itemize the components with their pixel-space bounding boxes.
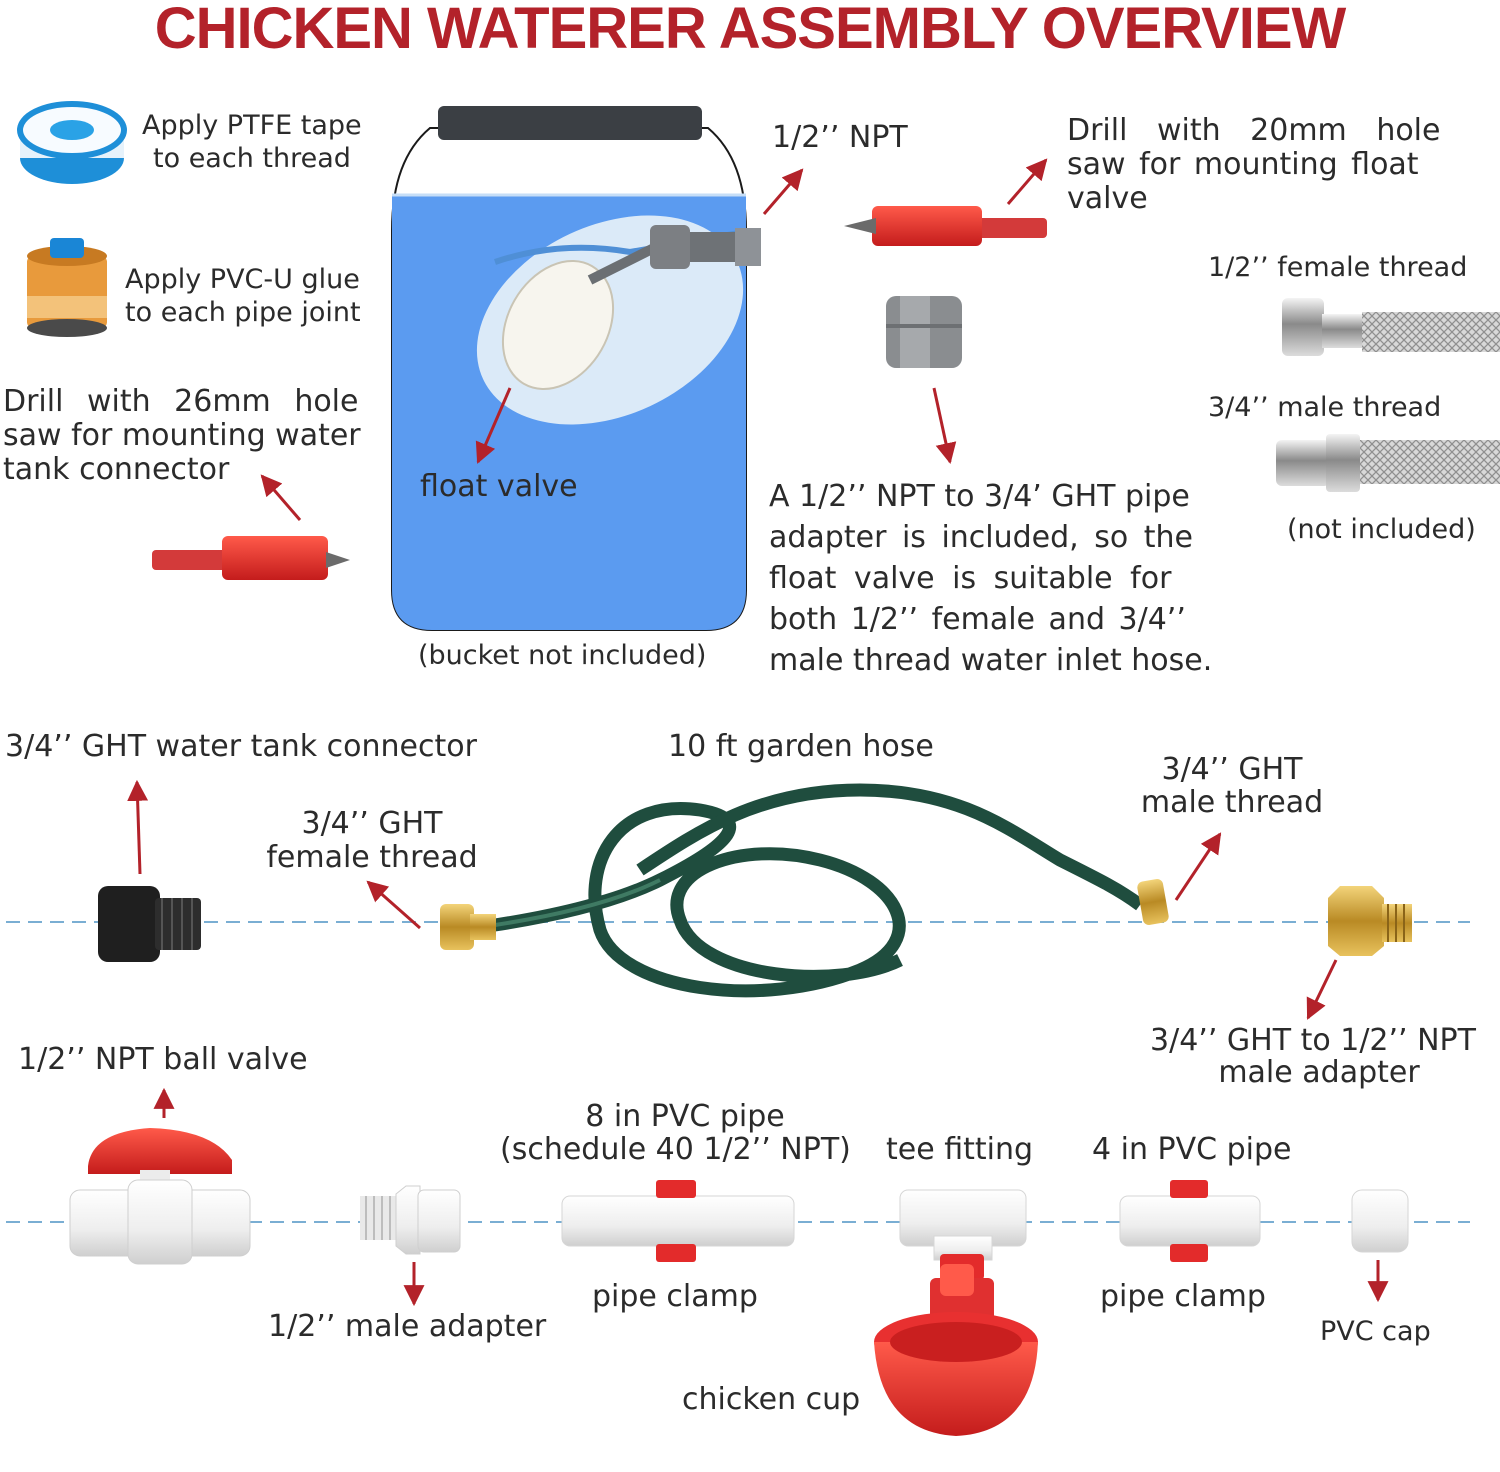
ball-valve-label: 1/2’’ NPT ball valve [18,1042,308,1077]
tee-label: tee fitting [886,1132,1034,1167]
bucket-note: (bucket not included) [418,640,707,671]
arrow-tank-connector [127,779,149,875]
arrow-ght-npt-adapter [1306,959,1338,1020]
ght-female-line1: 3/4’’ GHT [301,806,443,841]
glue-label-line1: Apply PVC-U glue [125,264,360,295]
male-adapter-label: 1/2’’ male adapter [268,1309,547,1344]
adapter-note-line1: A 1/2’’ NPT to 3/4’ GHT pipe [769,479,1190,514]
chicken-cup-icon [874,1254,1038,1436]
pvc-glue-icon [27,238,107,337]
tank-connector-icon [98,886,201,962]
hole-saw-20mm-icon [844,206,1047,246]
pvc-cap-icon [1351,1189,1409,1253]
arrow-adapter [932,387,957,465]
female-half-label: 1/2’’ female thread [1208,252,1468,283]
adapter-note-line4: both 1/2’’ female and 3/4’’ [769,602,1186,637]
ght-npt-adapter-line2: male adapter [1218,1055,1420,1090]
arrow-npt-half [762,168,804,215]
chicken-cup-label: chicken cup [682,1382,861,1417]
npt-half-label: 1/2’’ NPT [772,120,908,155]
ght-male-line2: male thread [1140,785,1324,820]
pipe-clamp-label-2: pipe clamp [1100,1279,1266,1314]
male-adapter-icon [360,1185,461,1255]
ght-npt-adapter-icon [1328,886,1412,956]
pvc-8in-line1: 8 in PVC pipe [585,1099,785,1134]
garden-hose-label: 10 ft garden hose [668,729,934,764]
drill-26-line3: tank connector [3,452,230,487]
arrow-ght-female [366,880,421,930]
ght-male-line1: 3/4’’ GHT [1161,752,1303,787]
arrow-ght-male [1174,832,1222,901]
arrow-float-valve [475,387,512,464]
adapter-note-line3: float valve is suitable for [769,561,1172,596]
ptfe-tape-icon [17,101,127,184]
npt-to-ght-adapter-icon [886,296,962,368]
drill-26-line2: saw for mounting water [3,418,361,453]
pvc-pipe-8in-icon [561,1180,795,1262]
adapter-note-line2: adapter is included, so the [769,520,1194,555]
ptfe-label-line2: to each thread [153,143,351,174]
ght-female-line2: female thread [266,840,478,875]
float-valve-icon [476,215,761,425]
ball-valve-icon [69,1128,251,1265]
drill-20-line1: Drill with 20mm hole [1067,113,1441,148]
garden-hose-icon [440,783,1169,998]
tee-fitting-icon [899,1189,1027,1261]
tank-connector-label: 3/4’’ GHT water tank connector [5,729,477,764]
pointer-arrows [127,158,1389,1307]
pvc-cap-label: PVC cap [1320,1316,1431,1347]
page-title: CHICKEN WATERER ASSEMBLY OVERVIEW [154,0,1347,61]
female-thread-hose-icon [1282,298,1500,356]
not-included-note: (not included) [1287,514,1476,545]
pvc-4in-label: 4 in PVC pipe [1092,1132,1292,1167]
arrow-drill-20 [1006,158,1048,205]
drill-26-line1: Drill with 26mm hole [3,384,359,419]
arrow-drill-26 [260,474,302,521]
pipe-clamp-label-1: pipe clamp [592,1279,758,1314]
ptfe-label-line1: Apply PTFE tape [142,110,362,141]
ght-npt-adapter-line1: 3/4’’ GHT to 1/2’’ NPT [1150,1023,1476,1058]
adapter-note-line5: male thread water inlet hose. [769,643,1213,678]
glue-label-line2: to each pipe joint [125,297,361,328]
pvc-pipe-4in-icon [1119,1180,1261,1262]
drill-20-line3: valve [1067,181,1148,216]
pvc-8in-line2: (schedule 40 1/2’’ NPT) [500,1132,851,1167]
float-valve-label: float valve [420,469,578,504]
male-thread-hose-icon [1276,434,1500,492]
drill-20-line2: saw for mounting float [1067,147,1419,182]
hole-saw-26mm-icon [152,536,350,580]
male-threeq-label: 3/4’’ male thread [1208,392,1442,423]
